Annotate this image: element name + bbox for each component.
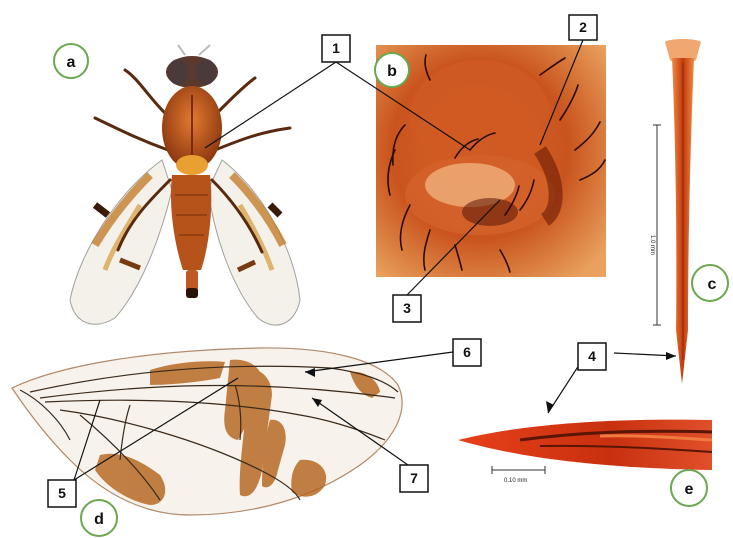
fly-abdomen	[171, 175, 211, 270]
callout-1: 1	[322, 35, 350, 62]
callout-7-label: 7	[410, 470, 418, 486]
callout-7: 7	[400, 465, 428, 492]
callout-5-label: 5	[58, 485, 66, 501]
panel-label-d: d	[81, 500, 117, 536]
panel-c-ovipositor: 1.0 mm	[649, 39, 701, 384]
callout-6-label: 6	[463, 344, 471, 360]
panel-label-a: a	[54, 44, 88, 78]
panel-label-a-text: a	[67, 54, 76, 71]
panel-a-fly	[70, 45, 300, 325]
panel-e-tip: 0.10 mm	[458, 420, 712, 484]
callout-4: 4	[578, 343, 606, 370]
callout-6: 6	[453, 339, 481, 366]
callout-3-label: 3	[403, 300, 411, 316]
panel-b-closeup	[376, 45, 606, 277]
panel-label-c-text: c	[708, 276, 717, 293]
callout-4-label: 4	[588, 348, 596, 364]
panel-label-b-text: b	[387, 63, 397, 80]
panel-label-b: b	[375, 53, 409, 87]
panel-label-e-text: e	[685, 481, 694, 498]
scale-bar-e-label: 0.10 mm	[504, 478, 527, 484]
panel-label-c: c	[692, 265, 728, 301]
panel-label-d-text: d	[94, 511, 104, 528]
callout-3: 3	[393, 295, 421, 322]
callout-5: 5	[48, 480, 76, 507]
callout-2: 2	[569, 15, 597, 40]
panel-label-e: e	[671, 470, 707, 506]
callout-1-label: 1	[332, 40, 340, 56]
callout-2-label: 2	[579, 19, 587, 35]
scale-bar-c-label: 1.0 mm	[649, 235, 655, 255]
